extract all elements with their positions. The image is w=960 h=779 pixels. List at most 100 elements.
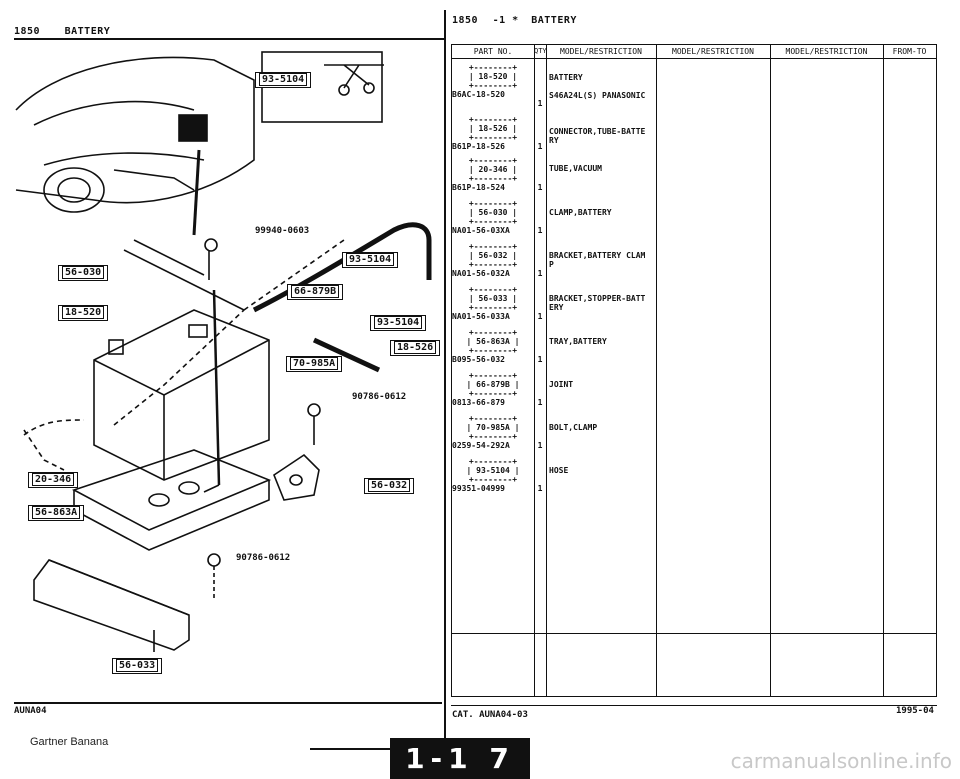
- col-divider: [770, 45, 771, 696]
- callout-56-863a: 56-863A: [28, 505, 85, 521]
- col-divider: [534, 45, 535, 696]
- callout-93-5104-upper-text: 93-5104: [346, 253, 395, 266]
- right-footer-rule: [451, 705, 937, 706]
- table-row: +--------+| 56-032 |+--------+ NA01-56-0…: [452, 242, 662, 282]
- left-header-rule: [14, 38, 444, 40]
- th-model-2: MODEL/RESTRICTION: [672, 47, 754, 56]
- catalog-code: CAT. AUNA04-03: [452, 710, 528, 720]
- description: BOLT,CLAMP: [549, 423, 598, 432]
- ref-number: 56-863A: [476, 337, 510, 346]
- callout-70-985a: 70-985A: [286, 356, 343, 372]
- callout-20-346-text: 20-346: [32, 473, 75, 486]
- part-number: NA01-56-03XA: [452, 226, 510, 235]
- table-row: +--------+| 93-5104 |+--------+ 99351-04…: [452, 457, 662, 497]
- table-row: +--------+| 18-526 |+--------+ B61P-18-5…: [452, 115, 662, 155]
- quantity: 1: [537, 484, 543, 493]
- table-row: +--------+| 56-033 |+--------+ NA01-56-0…: [452, 285, 662, 325]
- callout-66-879b-text: 66-879B: [291, 285, 340, 298]
- right-section-code: 1850: [452, 15, 479, 26]
- quantity: 1: [537, 99, 543, 108]
- description: TRAY,BATTERY: [549, 337, 607, 346]
- callout-66-879b: 66-879B: [287, 284, 344, 300]
- callout-56-032-text: 56-032: [368, 479, 411, 492]
- ref-box: +--------+| 70-985A |+--------+: [466, 414, 520, 441]
- quantity: 1: [537, 142, 543, 151]
- description: CONNECTOR,TUBE-BATTE RY: [549, 127, 646, 145]
- watermark: carmanualsonline.info: [730, 749, 952, 773]
- callout-93-5104-inset: 93-5104: [255, 72, 312, 88]
- callout-18-526-text: 18-526: [394, 341, 437, 354]
- callout-56-033: 56-033: [112, 658, 163, 674]
- ref-box: +--------+| 66-879B |+--------+: [466, 371, 520, 398]
- diagram-svg: [15, 51, 432, 652]
- part-number: 99351-04999: [452, 484, 505, 493]
- callout-70-985a-text: 70-985A: [290, 357, 339, 370]
- table-row: +--------+| 66-879B |+--------+ 0813-66-…: [452, 371, 662, 411]
- th-qty: QTY: [534, 47, 547, 55]
- right-section-header: 1850 -1 * BATTERY: [452, 15, 577, 26]
- brand-label: Gartner Banana: [30, 736, 109, 748]
- th-model-3: MODEL/RESTRICTION: [785, 47, 868, 56]
- ref-number: 56-033: [478, 294, 508, 303]
- part-number: B095-56-032: [452, 355, 505, 364]
- quantity: 1: [537, 226, 543, 235]
- col-divider: [546, 45, 547, 696]
- part-label-99940-0603: 99940-0603: [255, 226, 310, 236]
- part-number: B6AC-18-520: [452, 90, 505, 99]
- callout-93-5104-mid: 93-5104: [370, 315, 427, 331]
- ref-number: 93-5104: [476, 466, 510, 475]
- callout-93-5104-upper: 93-5104: [342, 252, 399, 268]
- ref-box: +--------+| 56-032 |+--------+: [468, 242, 518, 269]
- quantity: 1: [537, 269, 543, 278]
- callout-18-520: 18-520: [58, 305, 109, 321]
- callout-18-526: 18-526: [390, 340, 441, 356]
- center-divider: [444, 10, 446, 740]
- ref-box: +--------+| 56-863A |+--------+: [466, 328, 520, 355]
- table-bottom-rule: [452, 633, 936, 634]
- ref-number: 56-030: [478, 208, 508, 217]
- table-row: +--------+| 70-985A |+--------+ 0259-54-…: [452, 414, 662, 454]
- description: TUBE,VACUUM: [549, 164, 602, 173]
- callout-18-520-text: 18-520: [62, 306, 105, 319]
- left-section-header: 1850 BATTERY: [14, 26, 110, 37]
- th-model-1: MODEL/RESTRICTION: [560, 47, 642, 56]
- catalog-date: 1995-04: [896, 706, 934, 716]
- table-row: +--------+| 56-030 |+--------+ NA01-56-0…: [452, 199, 662, 239]
- table-row: +--------+| 20-346 |+--------+ B61P-18-5…: [452, 156, 662, 196]
- ref-number: 56-032: [478, 251, 508, 260]
- header-bottom-rule: [452, 58, 936, 59]
- battery-exploded-diagram: [14, 40, 442, 700]
- callout-93-5104-inset-text: 93-5104: [259, 73, 308, 86]
- description: JOINT: [549, 380, 574, 389]
- th-from-to: FROM-TO: [892, 47, 927, 56]
- quantity: 1: [537, 441, 543, 450]
- ref-box: +--------+| 93-5104 |+--------+: [466, 457, 520, 484]
- description: BRACKET,BATTERY CLAM P: [549, 251, 646, 269]
- left-footer-code: AUNA04: [14, 706, 47, 716]
- ref-box: +--------+| 20-346 |+--------+: [468, 156, 518, 183]
- callout-56-030: 56-030: [58, 265, 109, 281]
- ref-number: 66-879B: [476, 380, 510, 389]
- description: HOSE: [549, 466, 569, 475]
- callout-93-5104-mid-text: 93-5104: [374, 316, 423, 329]
- callout-20-346: 20-346: [28, 472, 79, 488]
- right-section-title: BATTERY: [531, 15, 577, 26]
- callout-56-033-text: 56-033: [116, 659, 159, 672]
- ref-number: 20-346: [478, 165, 508, 174]
- description: CLAMP,BATTERY: [549, 208, 612, 217]
- callout-56-030-text: 56-030: [62, 266, 105, 279]
- quantity: 1: [537, 183, 543, 192]
- th-part-no: PART NO.: [473, 47, 513, 56]
- ref-number: 70-985A: [476, 423, 510, 432]
- part-number: NA01-56-033A: [452, 312, 510, 321]
- part-number: NA01-56-032A: [452, 269, 510, 278]
- description: BATTERY S46A24L(S) PANASONIC: [549, 73, 646, 100]
- page-number-tab: 1-1 7: [390, 738, 530, 779]
- part-label-90786-0612-lower: 90786-0612: [236, 553, 291, 563]
- left-section-code: 1850: [14, 26, 41, 37]
- right-section-sub: -1 *: [492, 15, 519, 26]
- quantity: 1: [537, 355, 543, 364]
- table-row: +--------+| 56-863A |+--------+ B095-56-…: [452, 328, 662, 368]
- part-label-90786-0612-upper: 90786-0612: [352, 392, 407, 402]
- part-number: 0259-54-292A: [452, 441, 510, 450]
